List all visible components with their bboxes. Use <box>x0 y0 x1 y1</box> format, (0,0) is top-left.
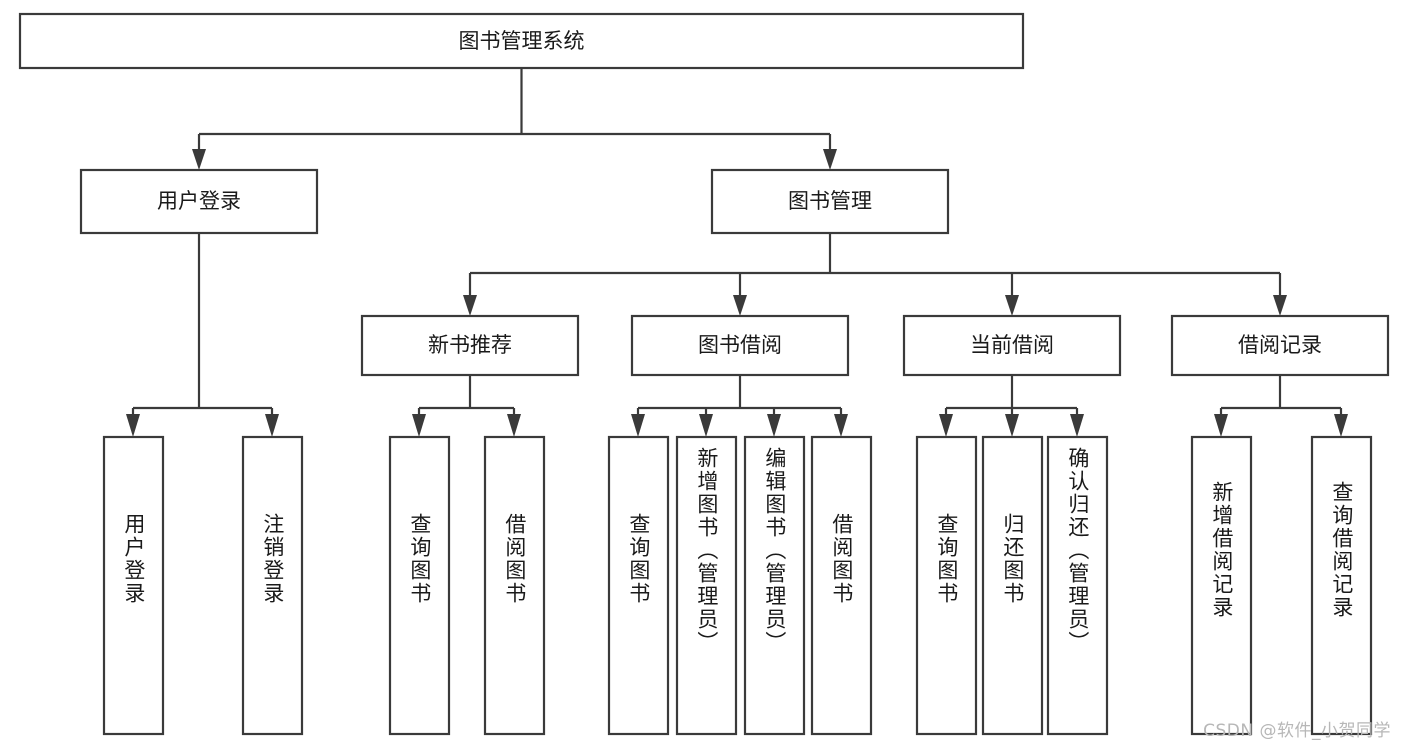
leaf-box-user-login-0[interactable] <box>102 435 165 736</box>
arrow-head-icon <box>834 414 848 437</box>
connector-root-to-level2 <box>192 68 837 170</box>
node-borrow-record[interactable]: 借阅记录 <box>1170 314 1390 377</box>
arrow-head-icon <box>265 414 279 437</box>
arrow-head-icon <box>1273 295 1287 316</box>
leaf-box-current-borrow-0[interactable] <box>915 435 978 736</box>
leaf-box-borrow-record-1[interactable] <box>1310 435 1373 736</box>
arrow-head-icon <box>1005 295 1019 316</box>
arrow-head-icon <box>507 414 521 437</box>
node-current-borrow[interactable]: 当前借阅 <box>902 314 1122 377</box>
node-root[interactable]: 图书管理系统 <box>18 12 1025 70</box>
connector-bookborrow-to-leaves <box>631 375 848 437</box>
node-book-management[interactable]: 图书管理 <box>710 168 950 235</box>
arrow-head-icon <box>823 149 837 170</box>
arrow-head-icon <box>412 414 426 437</box>
leaf-box-current-borrow-1[interactable] <box>981 435 1044 736</box>
node-new-book-recommend[interactable]: 新书推荐 <box>360 314 580 377</box>
node-book-borrow[interactable]: 图书借阅 <box>630 314 850 377</box>
connector-newbook-to-leaves <box>412 375 521 437</box>
leaf-box-book-borrow-2[interactable] <box>743 435 806 736</box>
arrow-head-icon <box>939 414 953 437</box>
arrow-head-icon <box>733 295 747 316</box>
arrow-head-icon <box>1070 414 1084 437</box>
watermark-text: CSDN @软件_小贺同学 <box>1203 721 1391 741</box>
leaf-box-new-book-0[interactable] <box>388 435 451 736</box>
node-user-login-label: 用户登录 <box>157 189 241 213</box>
node-new-book-recommend-label: 新书推荐 <box>428 333 512 357</box>
leaf-box-book-borrow-0[interactable] <box>607 435 670 736</box>
arrow-head-icon <box>699 414 713 437</box>
arrow-head-icon <box>631 414 645 437</box>
connector-currentborrow-to-leaves <box>939 375 1084 437</box>
arrow-head-icon <box>767 414 781 437</box>
leaf-box-book-borrow-3[interactable] <box>810 435 873 736</box>
leaf-box-book-borrow-1[interactable] <box>675 435 738 736</box>
node-book-management-label: 图书管理 <box>788 189 872 213</box>
node-borrow-record-label: 借阅记录 <box>1238 333 1322 357</box>
leaf-box-new-book-1[interactable] <box>483 435 546 736</box>
leaf-box-current-borrow-2[interactable] <box>1046 435 1109 736</box>
arrow-head-icon <box>463 295 477 316</box>
connector-bookmgmt-to-level3 <box>463 233 1287 316</box>
arrow-head-icon <box>1334 414 1348 437</box>
arrow-head-icon <box>1214 414 1228 437</box>
arrow-head-icon <box>1005 414 1019 437</box>
connector-userlogin-to-leaves <box>126 233 279 437</box>
leaf-box-user-login-1[interactable] <box>241 435 304 736</box>
connector-borrowrecord-to-leaves <box>1214 375 1348 437</box>
arrow-head-icon <box>192 149 206 170</box>
arrow-head-icon <box>126 414 140 437</box>
node-user-login[interactable]: 用户登录 <box>79 168 319 235</box>
leaf-box-borrow-record-0[interactable] <box>1190 435 1253 736</box>
node-current-borrow-label: 当前借阅 <box>970 333 1054 357</box>
node-root-label: 图书管理系统 <box>459 29 585 53</box>
node-book-borrow-label: 图书借阅 <box>698 333 782 357</box>
